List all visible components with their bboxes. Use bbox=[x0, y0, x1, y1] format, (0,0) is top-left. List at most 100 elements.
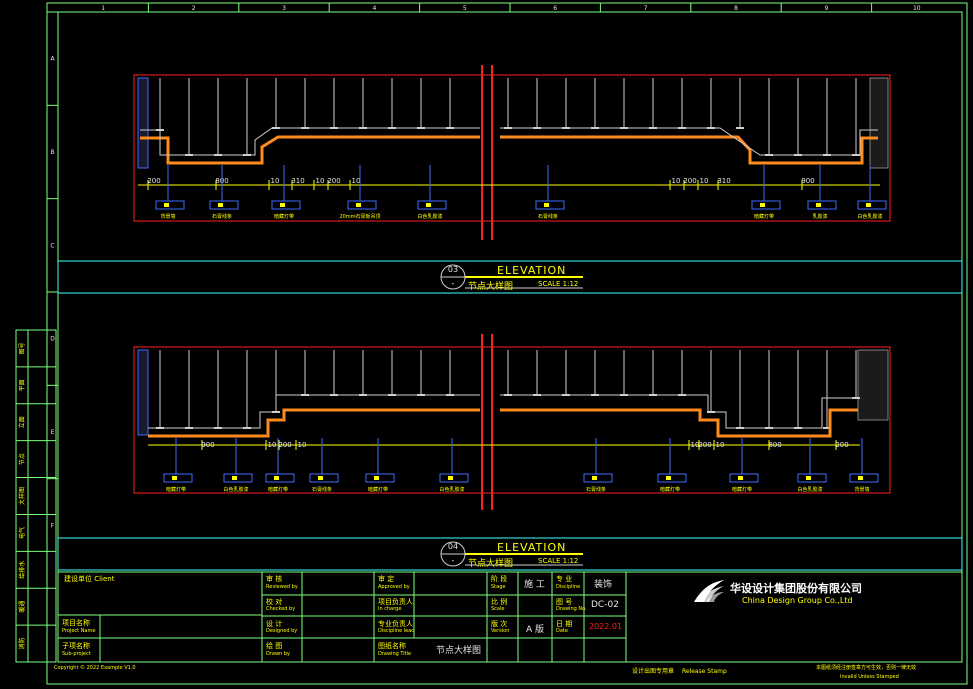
grid-row-label: D bbox=[50, 336, 55, 343]
side-strip-label: 暖通 bbox=[18, 601, 26, 613]
material-tag-marker bbox=[738, 476, 743, 480]
material-tag-marker bbox=[232, 476, 237, 480]
material-tag-marker bbox=[544, 203, 549, 207]
dimension-label: 10 bbox=[271, 177, 280, 185]
dimension-label: 200 bbox=[698, 441, 711, 449]
dimension-label: 200 bbox=[278, 441, 291, 449]
material-tag-marker bbox=[426, 203, 431, 207]
side-strip-label: 图号 bbox=[19, 342, 26, 354]
grid-row-label: C bbox=[50, 242, 54, 249]
material-tag-marker bbox=[760, 203, 765, 207]
material-tag-label: 暗藏灯带 bbox=[754, 213, 774, 220]
dimension-label: 200 bbox=[683, 177, 696, 185]
material-tag-label: 暗藏灯带 bbox=[368, 486, 388, 493]
dimension-label: 10 bbox=[298, 441, 307, 449]
material-tag-label: 暗藏灯带 bbox=[274, 213, 294, 220]
material-tag-marker bbox=[806, 476, 811, 480]
material-tag-box bbox=[439, 473, 469, 483]
company-logo-icon bbox=[694, 580, 724, 602]
material-tag-marker bbox=[356, 203, 361, 207]
dimension-label: 900 bbox=[801, 177, 814, 185]
material-tag-label: 暗藏灯带 bbox=[268, 486, 288, 493]
material-tag-box bbox=[209, 200, 239, 210]
title-block-grid bbox=[57, 571, 963, 663]
material-tag-marker bbox=[592, 476, 597, 480]
side-strip-label: 大样图 bbox=[18, 487, 26, 505]
material-tag-marker bbox=[374, 476, 379, 480]
material-tag-marker bbox=[172, 476, 177, 480]
dimension-label: 200 bbox=[147, 177, 160, 185]
grid-row-label: E bbox=[51, 429, 55, 436]
grid-column-label: 7 bbox=[644, 5, 648, 12]
material-tag-box bbox=[347, 200, 377, 210]
dimension-label: 900 bbox=[201, 441, 214, 449]
detail-04-title-bar bbox=[57, 537, 963, 571]
dimension-label: 10 bbox=[691, 441, 700, 449]
material-tag-marker bbox=[448, 476, 453, 480]
dimension-label: 10 bbox=[316, 177, 325, 185]
grid-row-label: F bbox=[51, 522, 55, 529]
dimension-label: 200 bbox=[327, 177, 340, 185]
grid-column-label: 5 bbox=[463, 5, 467, 12]
material-tag-box bbox=[417, 200, 447, 210]
material-tag-marker bbox=[164, 203, 169, 207]
side-strip-label: 消防 bbox=[18, 638, 26, 650]
material-tag-marker bbox=[280, 203, 285, 207]
material-tag-label: 白色乳胶漆 bbox=[439, 486, 464, 493]
material-tag-box bbox=[265, 473, 295, 483]
grid-column-label: 1 bbox=[101, 5, 105, 12]
material-tag-label: 暗藏灯带 bbox=[660, 486, 680, 493]
side-strip-label: 平面 bbox=[19, 379, 26, 391]
dimension-label: 200 bbox=[835, 441, 848, 449]
material-tag-label: 背景墙 bbox=[160, 213, 175, 220]
material-tag-marker bbox=[274, 476, 279, 480]
material-tag-box bbox=[163, 473, 193, 483]
side-strip-label: 节点 bbox=[18, 453, 26, 465]
material-tag-label: 石膏线条 bbox=[212, 213, 232, 220]
dimension-label: 10 bbox=[268, 441, 277, 449]
material-tag-label: 白色乳胶漆 bbox=[417, 213, 442, 220]
material-tag-marker bbox=[218, 203, 223, 207]
material-tag-box bbox=[155, 200, 185, 210]
material-tag-box bbox=[857, 200, 887, 210]
dimension-label: 800 bbox=[768, 441, 781, 449]
material-tag-box bbox=[271, 200, 301, 210]
material-tag-box bbox=[729, 473, 759, 483]
material-tag-marker bbox=[318, 476, 323, 480]
material-tag-box bbox=[849, 473, 879, 483]
grid-column-label: 10 bbox=[913, 5, 921, 12]
grid-row-label: B bbox=[50, 149, 54, 156]
material-tag-box bbox=[657, 473, 687, 483]
material-tag-label: 暗藏灯带 bbox=[732, 486, 752, 493]
material-tag-label: 石膏线条 bbox=[586, 486, 606, 493]
material-tag-label: 白色乳胶漆 bbox=[223, 486, 248, 493]
grid-column-label: 8 bbox=[734, 5, 738, 12]
material-tag-label: 背景墙 bbox=[854, 486, 869, 493]
material-tag-marker bbox=[858, 476, 863, 480]
grid-row-label: A bbox=[50, 56, 55, 63]
material-tag-box bbox=[797, 473, 827, 483]
material-tag-label: 20mm石膏板吊顶 bbox=[339, 213, 380, 220]
material-tag-box bbox=[583, 473, 613, 483]
material-tag-marker bbox=[666, 476, 671, 480]
material-tag-marker bbox=[816, 203, 821, 207]
material-tag-label: 白色乳胶漆 bbox=[857, 213, 882, 220]
side-strip-label: 给排水 bbox=[18, 561, 26, 579]
dimension-label: 10 bbox=[700, 177, 709, 185]
side-strip-label: 电气 bbox=[18, 527, 26, 539]
material-tag-label: 乳胶漆 bbox=[812, 213, 827, 220]
dimension-label: 310 bbox=[291, 177, 304, 185]
dimension-label: 10 bbox=[716, 441, 725, 449]
material-tag-box bbox=[535, 200, 565, 210]
grid-column-label: 3 bbox=[282, 5, 286, 12]
grid-column-label: 2 bbox=[192, 5, 196, 12]
grid-column-label: 4 bbox=[372, 5, 376, 12]
material-tag-box bbox=[807, 200, 837, 210]
detail-03-drawing: 2008001031010200101020010310900 背景墙石膏线条暗… bbox=[133, 65, 891, 240]
material-tag-label: 暗藏灯带 bbox=[166, 486, 186, 493]
material-tag-label: 石膏线条 bbox=[312, 486, 332, 493]
